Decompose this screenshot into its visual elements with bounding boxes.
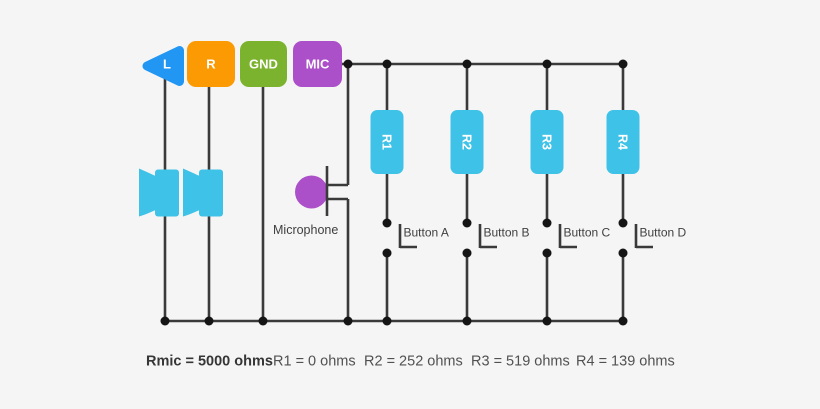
switch-contact-dot [618,218,628,228]
left-speaker-icon [139,168,179,217]
junction-dot [343,59,353,69]
switch-contact-dot [542,248,552,258]
junction-dot [618,316,628,326]
right-terminal-icon [187,41,235,87]
junction-dots [160,59,628,326]
mic-terminal-icon [293,41,342,87]
junction-dot [204,316,214,326]
resistor-r4-label: R4 [616,134,630,150]
switch-contact-dot [462,248,472,258]
junction-dot [382,59,392,69]
ground-terminal-icon [240,41,287,87]
left-terminal-label: L [163,57,171,72]
resistor-r1-label: R1 [380,134,394,150]
resistor-r4-icon [606,110,640,174]
switch-contact-dot [542,218,552,228]
button-a-actuator-icon [398,224,417,249]
junction-dot [258,316,268,326]
microphone-label: Microphone [273,223,338,237]
switch-contact-dot [382,248,392,258]
button-b-label: Button B [484,226,530,240]
speaker-horn [139,168,157,217]
junction-dot [542,59,552,69]
wire-layer [163,62,653,323]
mic-coupling-lines [327,183,348,201]
right-speaker-icon [183,168,223,217]
junction-dot [343,316,353,326]
junction-dot [382,316,392,326]
resistor-r3-icon [530,110,564,174]
junction-dot [462,59,472,69]
resistor-r3-label: R3 [540,134,554,150]
left-terminal-icon [142,46,184,86]
speaker-body [155,169,179,217]
value-r4: R4 = 139 ohms [576,354,675,370]
button-a-label: Button A [404,226,449,240]
switch-contact-dot [382,218,392,228]
value-r2: R2 = 252 ohms [364,354,463,370]
ground-terminal-label: GND [249,57,278,72]
resistor-r2-label: R2 [460,134,474,150]
resistor-r2-icon [450,110,484,174]
mic-terminal-label: MIC [306,57,330,72]
terminals: L R GND MIC [142,41,342,87]
junction-dot [160,316,170,326]
resistance-values: Rmic = 5000 ohms R1 = 0 ohms R2 = 252 oh… [146,354,675,370]
value-r1: R1 = 0 ohms [273,354,356,370]
value-r3: R3 = 519 ohms [471,354,570,370]
junction-dot [542,316,552,326]
speaker-body [199,169,223,217]
button-c-actuator-icon [558,224,577,249]
speaker-horn [183,168,201,217]
resistors: R1 R2 R3 R4 [370,110,640,174]
microphone-icon [295,175,328,209]
button-c-label: Button C [564,226,611,240]
switch-contact-dot [462,218,472,228]
right-terminal-label: R [206,57,216,72]
junction-dot [618,59,628,69]
value-rmic: Rmic = 5000 ohms [146,354,273,370]
junction-dot [462,316,472,326]
button-d-actuator-icon [634,224,653,249]
button-d-label: Button D [640,226,687,240]
resistor-r1-icon [370,110,404,174]
switch-contact-dot [618,248,628,258]
component-labels: Microphone Button A Button B Button C Bu… [273,223,687,240]
button-b-actuator-icon [478,224,497,249]
